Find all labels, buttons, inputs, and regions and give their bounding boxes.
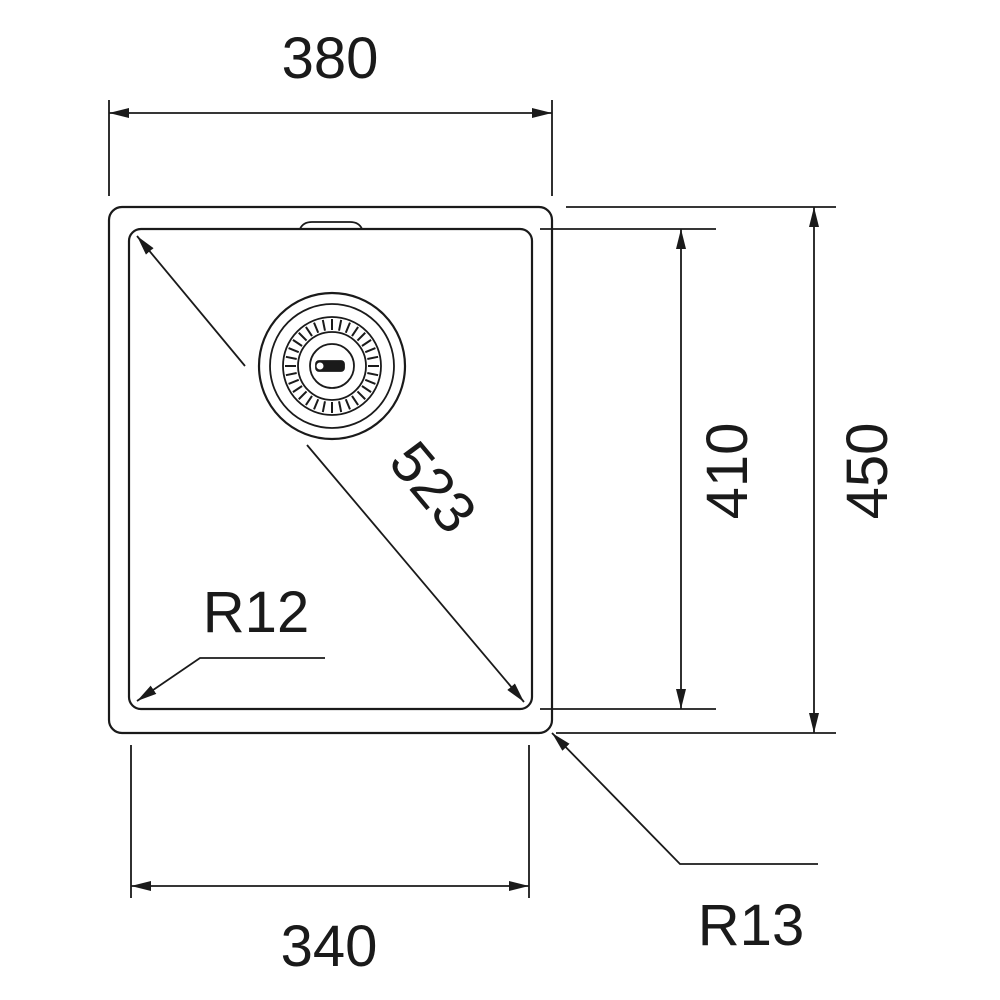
sink-inner-bowl-outline [127, 227, 534, 711]
strainer-spoke [321, 319, 326, 331]
diagonal-dimension: 523 [136, 235, 525, 703]
strainer-spoke [351, 395, 359, 406]
strainer-spoke [288, 347, 300, 354]
inner-radius-leader: R12 [136, 580, 325, 702]
top-width-label: 380 [282, 26, 379, 91]
strainer-spoke [364, 347, 376, 354]
strainer-spoke [351, 326, 359, 337]
strainer-spoke [356, 390, 366, 400]
bottom-width-dimension: 340 [130, 745, 530, 979]
inner-height-dimension: 410 [540, 228, 760, 710]
outer-radius-label: R13 [698, 893, 804, 958]
strainer-spoke [356, 332, 366, 342]
strainer-spoke [305, 395, 313, 406]
strainer-spoke [338, 401, 343, 413]
top-width-dimension: 380 [108, 26, 553, 196]
strainer-spoke [344, 322, 351, 334]
strainer-spoke [285, 355, 297, 360]
strainer-spoke [313, 322, 320, 334]
sink-outer-outline [107, 205, 554, 735]
strainer-spoke [338, 319, 343, 331]
strainer-spoke [298, 332, 308, 342]
diagonal-label: 523 [377, 430, 489, 546]
strainer-spoke [285, 372, 297, 377]
strainer-spoke [361, 339, 372, 347]
strainer-spoke [292, 385, 303, 393]
outer-height-label: 450 [835, 423, 900, 520]
inner-height-label: 410 [695, 423, 760, 520]
strainer-spoke [344, 398, 351, 410]
strainer-spoke [367, 372, 379, 377]
strainer-spoke [361, 385, 372, 393]
inner-radius-label: R12 [203, 580, 309, 645]
strainer-spoke [298, 390, 308, 400]
outer-height-dimension: 450 [556, 206, 900, 734]
overflow-slot [299, 221, 363, 230]
strainer-spoke [305, 326, 313, 337]
strainer-spoke [288, 378, 300, 385]
bottom-width-label: 340 [281, 914, 378, 979]
strainer-spoke [367, 355, 379, 360]
strainer-spoke [292, 339, 303, 347]
strainer-spoke [364, 378, 376, 385]
strainer-spoke [313, 398, 320, 410]
drain-strainer-icon [257, 291, 407, 441]
outer-radius-leader: R13 [551, 732, 818, 958]
strainer-spoke [321, 401, 326, 413]
